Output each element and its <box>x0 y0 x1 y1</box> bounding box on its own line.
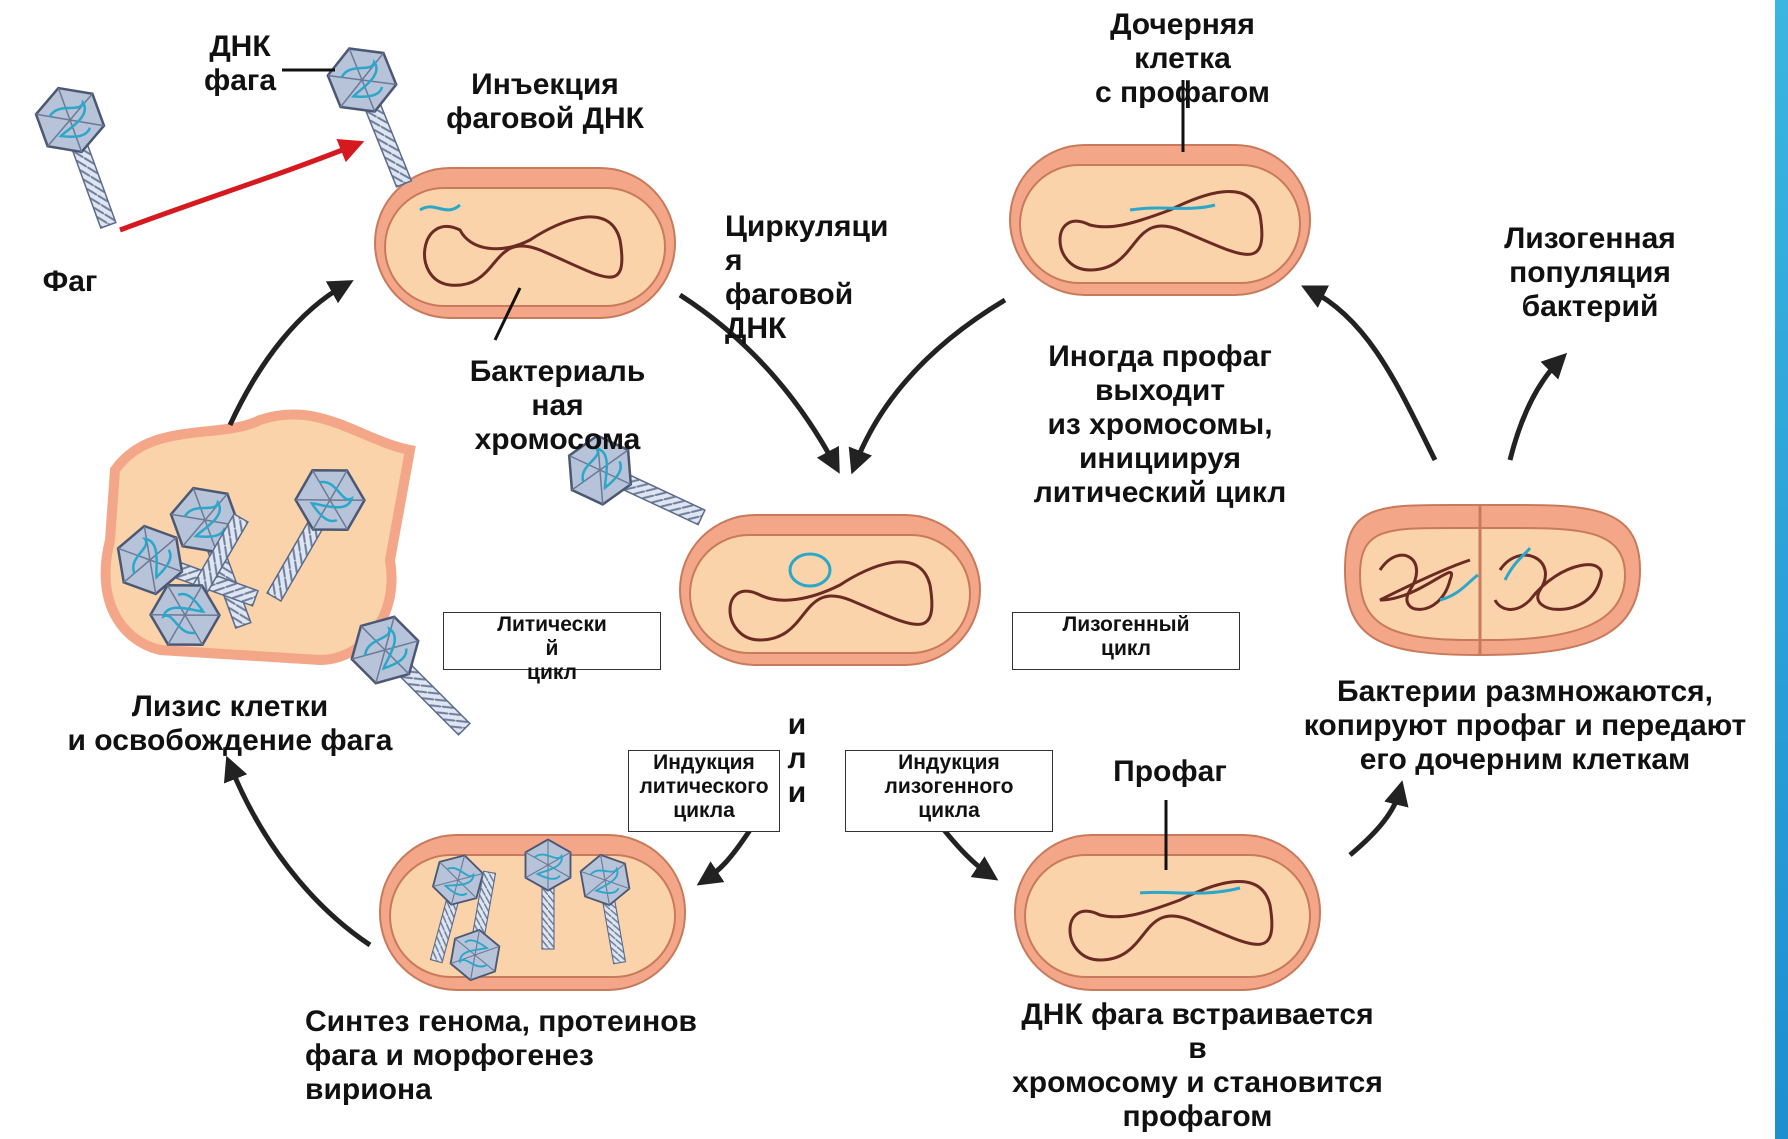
prophage-label: Профаг <box>1100 755 1240 789</box>
lytic-cycle-box: Литически й цикл <box>443 612 661 670</box>
lysogenic-cycle-box: Лизогенный цикл <box>1012 612 1240 670</box>
induce-lysogenic-box: Индукция лизогенного цикла <box>845 750 1053 832</box>
or-label: и л и <box>782 708 812 810</box>
daughter-cell <box>1010 145 1310 295</box>
center-cell <box>680 515 980 665</box>
induce-lytic-box: Индукция литического цикла <box>628 750 780 832</box>
synthesis-cell <box>380 835 685 990</box>
right-edge-stripe <box>1775 0 1788 1139</box>
sometimes-prophage-label: Иногда профаг выходит из хромосомы, иниц… <box>1005 340 1315 510</box>
phage-label: Фаг <box>30 265 110 299</box>
circulation-label: Циркуляци я фаговой ДНК <box>725 210 915 346</box>
dna-phage-label: ДНК фага <box>195 30 285 98</box>
daughter-cell-label: Дочерняя клетка с профагом <box>1095 8 1270 110</box>
bacterial-chromosome-label: Бактериаль ная хромосома <box>450 355 665 457</box>
dna-integrates-label: ДНК фага встраивается в хромосому и стан… <box>975 998 1420 1134</box>
free-phage <box>30 78 136 236</box>
injection-label: Инъекция фаговой ДНК <box>420 68 670 136</box>
injecting-phage <box>321 37 431 195</box>
lysis-label: Лизис клетки и освобождение фага <box>40 690 420 758</box>
lysogenic-population-label: Лизогенная популяция бактерий <box>1475 222 1705 324</box>
synthesis-label: Синтез генома, протеинов фага и морфоген… <box>305 1005 775 1107</box>
injection-cell <box>375 168 675 318</box>
red-arrow <box>120 145 355 230</box>
dividing-cell <box>1345 505 1640 655</box>
bacteria-multiply-label: Бактерии размножаются, копируют профаг и… <box>1265 675 1785 777</box>
